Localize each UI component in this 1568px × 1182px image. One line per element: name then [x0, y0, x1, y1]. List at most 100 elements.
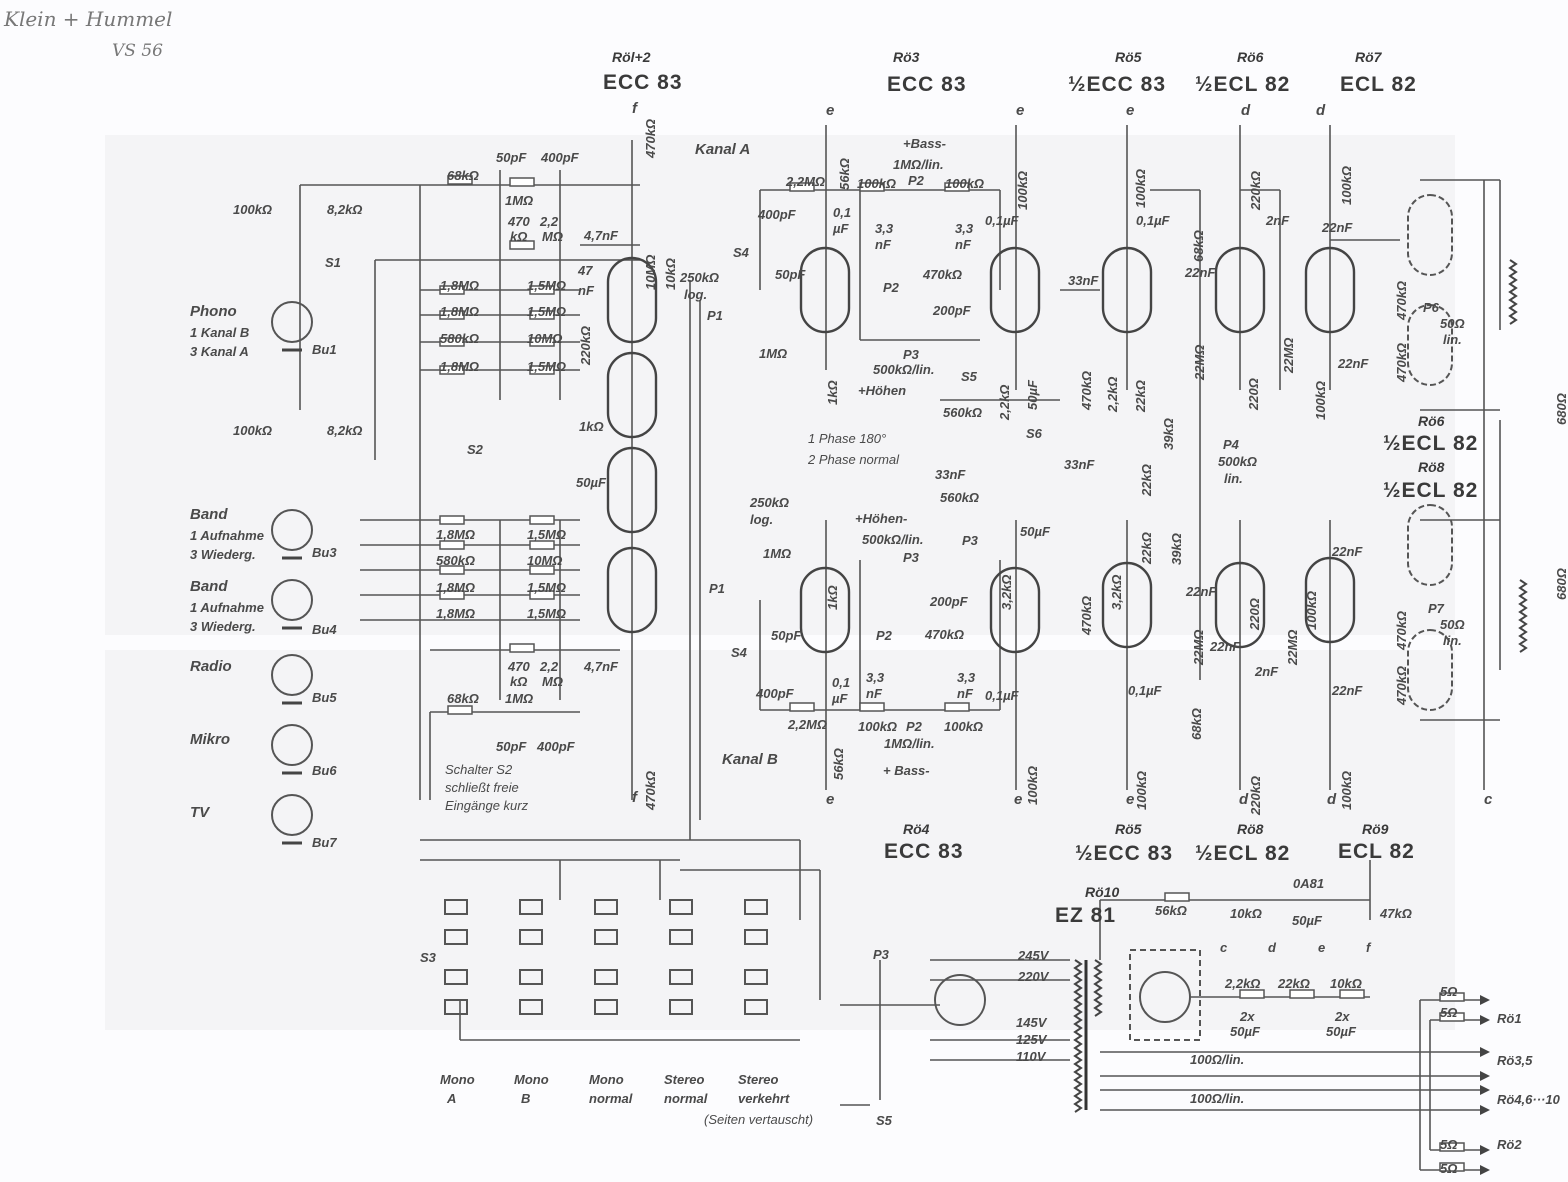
component-label: 100kΩ [1313, 380, 1328, 420]
power-supply-label: 5Ω [1440, 1161, 1458, 1176]
resistor-icon [439, 310, 465, 320]
component-label: 50pF [496, 150, 527, 165]
component-label: MΩ [542, 229, 563, 244]
component-label: 1,8MΩ [440, 278, 480, 293]
power-supply-label: 50µF [1326, 1024, 1356, 1039]
tube-type: ECC 83 [603, 71, 683, 94]
component-label: 50µF [1025, 380, 1040, 410]
component-label: 220kΩ [578, 325, 593, 365]
mode-label: Mono [440, 1072, 475, 1087]
component-label: 22MΩ [1285, 629, 1300, 665]
resistor-icon [1439, 1142, 1465, 1152]
resistor-icon [529, 540, 555, 550]
input-name: Band [190, 506, 228, 523]
input-pin-label: 1 Aufnahme [190, 528, 264, 543]
component-label: 3,3 [866, 670, 885, 685]
supply-rail-label: e [1126, 791, 1135, 808]
supply-rail-label: d [1241, 102, 1251, 119]
component-label: 500kΩ/lin. [873, 362, 935, 377]
component-label: 1MΩ [763, 546, 792, 561]
power-supply-label: 5Ω [1440, 984, 1458, 999]
component-label: 4,7nF [584, 228, 618, 243]
supply-rail-label: e [826, 791, 835, 808]
switch-contact-icon [444, 999, 468, 1015]
component-label: 68kΩ [1189, 708, 1204, 740]
power-supply-label: 220V [1018, 969, 1049, 984]
tube-ref: Rö6 [1237, 49, 1264, 65]
power-supply-label: d [1268, 940, 1276, 955]
component-label: 2,2MΩ [786, 174, 826, 189]
note-line: Eingänge kurz [445, 798, 529, 813]
resistor-icon [529, 337, 555, 347]
component-label: 1MΩ [505, 691, 534, 706]
switch-contact-icon [594, 969, 618, 985]
component-label: 1,5MΩ [527, 580, 567, 595]
component-label: 68kΩ [447, 691, 479, 706]
switch-contact-icon [744, 899, 768, 915]
power-supply-label: 2,2kΩ [1225, 976, 1261, 991]
component-label: 100kΩ [1304, 590, 1319, 630]
supply-rail-label: f [632, 100, 637, 117]
component-label: 1MΩ [505, 193, 534, 208]
component-label: 250kΩ [680, 270, 720, 285]
component-label: µF [833, 221, 849, 236]
power-supply-label: 5Ω [1440, 1005, 1458, 1020]
component-label: P1 [709, 581, 725, 596]
tube-icon [1214, 561, 1266, 649]
resistor-icon [529, 515, 555, 525]
arrow-icon [1480, 1085, 1490, 1095]
component-label: 1kΩ [825, 585, 840, 610]
switch-contact-icon [444, 899, 468, 915]
component-label: 470kΩ [1394, 342, 1409, 382]
component-label: 50µF [1020, 524, 1050, 539]
component-label: S5 [961, 369, 977, 384]
component-label: 2,2kΩ [1105, 376, 1120, 412]
tube-type: ½ECL 82 [1195, 73, 1291, 96]
component-label: nF [957, 686, 973, 701]
component-label: +Höhen [858, 383, 907, 398]
mode-label: Mono [589, 1072, 624, 1087]
component-label: 68kΩ [447, 168, 479, 183]
resistor-icon [1289, 989, 1315, 999]
component-label: nF [955, 237, 971, 252]
component-label: 100kΩ [858, 719, 898, 734]
power-supply-label: 0A81 [1293, 876, 1325, 891]
component-label: 470kΩ [1394, 610, 1409, 650]
input-pin-label: 1 Kanal B [190, 325, 250, 340]
supply-rail-label: f [632, 789, 637, 806]
watermark-shape [105, 135, 1455, 635]
channel-b-label: Kanal B [722, 751, 778, 768]
resistor-icon [1239, 989, 1265, 999]
voltage-selector-icon [934, 974, 986, 1026]
component-label: 470 [508, 659, 530, 674]
mode-label: normal [664, 1091, 708, 1106]
pentode-tube-icon [1407, 629, 1453, 711]
resistor-icon [439, 337, 465, 347]
component-label: 560kΩ [940, 490, 980, 505]
component-label: 100kΩ [1339, 165, 1354, 205]
channel-a-label: Kanal A [695, 141, 751, 158]
resistor-icon [1339, 989, 1365, 999]
component-label: nF [875, 237, 891, 252]
switch-contact-icon [519, 969, 543, 985]
socket-ref: Bu6 [312, 763, 337, 778]
power-supply-label: 125V [1016, 1032, 1047, 1047]
handwritten-note: Klein + Hummel [4, 7, 173, 31]
component-label: 200pF [930, 594, 968, 609]
component-label: 220kΩ [1248, 170, 1263, 210]
component-label: 1,8MΩ [440, 359, 480, 374]
output-label: Rö1 [1497, 1011, 1522, 1026]
component-label: 22nF [1210, 639, 1241, 654]
tube-icon [1101, 561, 1153, 649]
component-label: 1,5MΩ [527, 304, 567, 319]
resistor-icon [447, 175, 473, 185]
switch-contact-icon [594, 899, 618, 915]
phase-label: 2 Phase normal [808, 452, 900, 467]
arrow-icon [1480, 1165, 1490, 1175]
component-label: 470 [508, 214, 530, 229]
component-label: 100kΩ [945, 176, 985, 191]
component-label: 22kΩ [1139, 464, 1154, 496]
tube-icon [799, 566, 851, 654]
tube-ref: Röl+2 [612, 49, 651, 65]
tube-icon [1304, 246, 1356, 334]
